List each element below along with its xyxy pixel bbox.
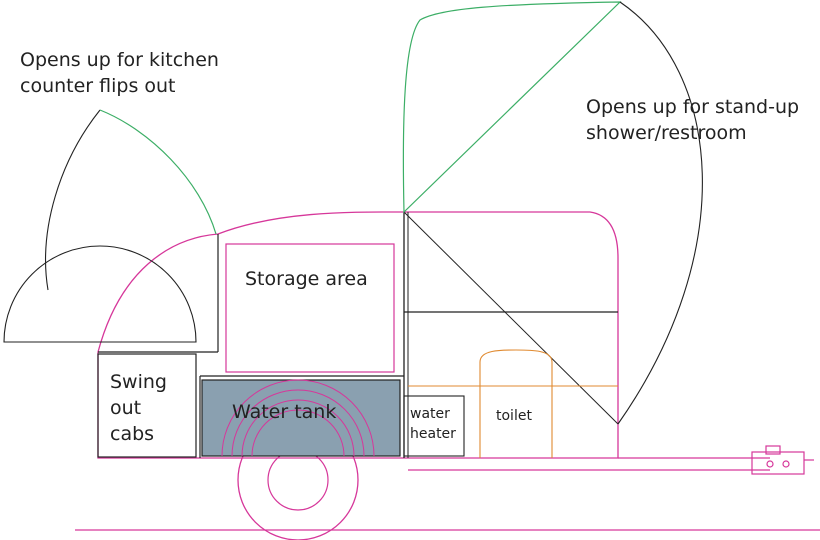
toilet-outline [408, 349, 618, 458]
water-tank-label: Water tank [232, 401, 336, 423]
swing-out-cabs-box [97, 353, 197, 458]
storage-area-label: Storage area [245, 268, 368, 290]
kitchen-hatch [3, 109, 217, 343]
cabs-label: out [110, 397, 141, 419]
water-heater-box [403, 395, 465, 457]
shower-callout: shower/restroom [586, 122, 747, 144]
water-heater-label: heater [410, 426, 456, 442]
toilet-label: toilet [496, 408, 532, 424]
trailer-hitch [618, 445, 814, 475]
water-heater-label: water [410, 406, 450, 422]
cabs-label: Swing [110, 371, 167, 393]
cabs-label: cabs [110, 423, 154, 445]
kitchen-callout: counter flips out [20, 75, 176, 97]
shower-callout: Opens up for stand-up [586, 96, 799, 118]
wheel-well-arcs [221, 379, 375, 457]
trailer-body-outline [97, 211, 619, 459]
storage-area-box [225, 243, 395, 373]
kitchen-callout: Opens up for kitchen [20, 49, 219, 71]
water-tank-box [201, 379, 401, 457]
shower-hatch [402, 1, 703, 425]
